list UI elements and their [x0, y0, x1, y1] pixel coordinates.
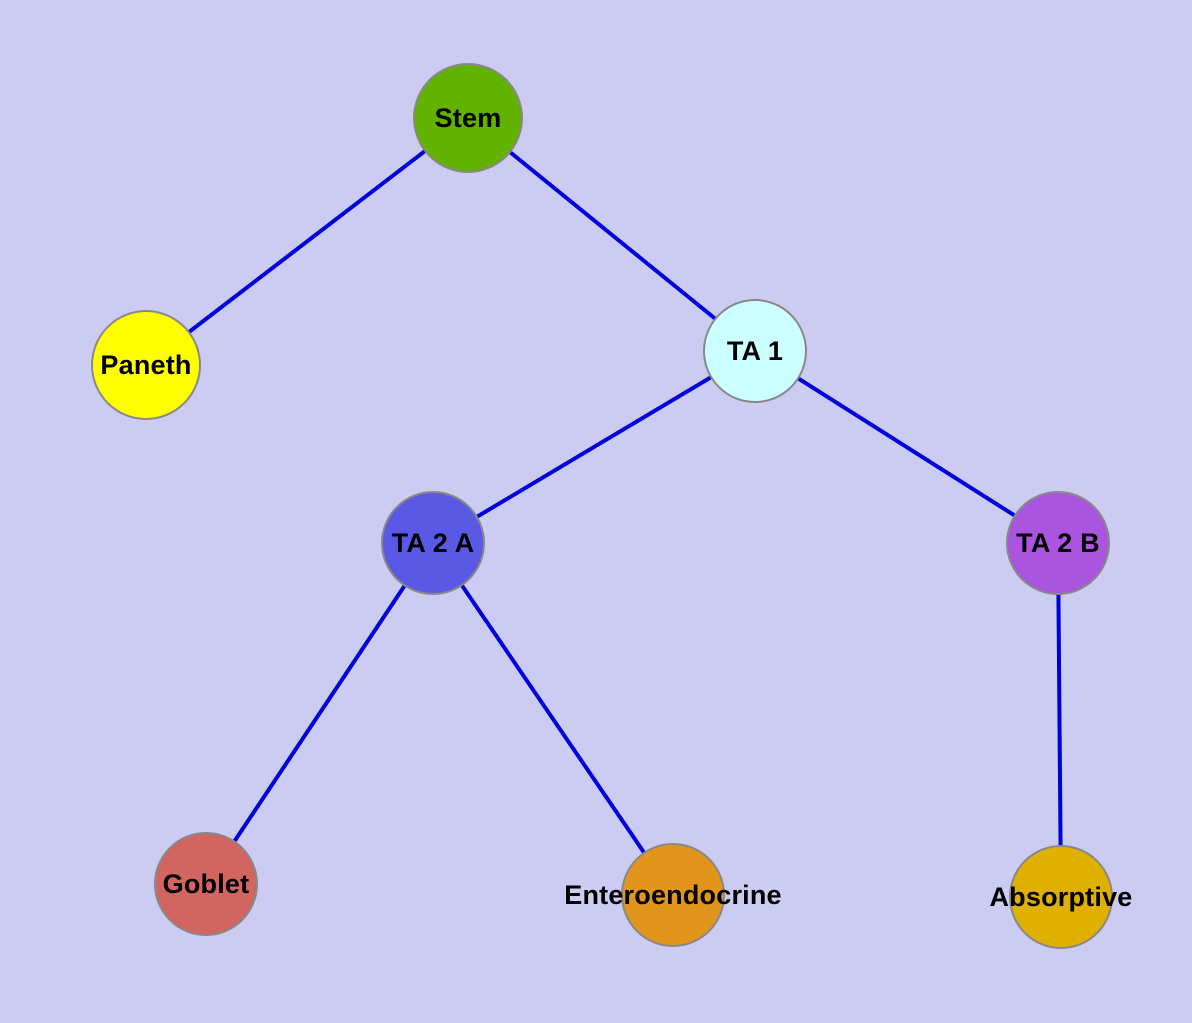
node-absorptive[interactable]: Absorptive	[989, 845, 1132, 949]
node-enteroendocrine[interactable]: Enteroendocrine	[564, 843, 782, 947]
node-paneth[interactable]: Paneth	[91, 310, 201, 420]
edge-stem-ta1	[466, 116, 757, 353]
edge-ta1-ta2b	[753, 349, 1060, 545]
edge-ta2a-enteroendocrine	[431, 541, 675, 897]
node-label-ta1: TA 1	[726, 335, 784, 366]
node-label-ta2a: TA 2 A	[391, 527, 475, 558]
edge-ta2a-goblet	[204, 541, 435, 886]
edge-ta2b-absorptive	[1056, 542, 1063, 898]
node-stem[interactable]: Stem	[413, 63, 523, 173]
edge-ta1-ta2a	[431, 349, 757, 545]
node-label-stem: Stem	[434, 102, 502, 133]
node-ta2b[interactable]: TA 2 B	[1006, 491, 1110, 595]
node-label-absorptive: Absorptive	[989, 881, 1133, 912]
node-goblet[interactable]: Goblet	[154, 832, 258, 936]
node-label-paneth: Paneth	[100, 349, 192, 380]
node-ta2a[interactable]: TA 2 A	[381, 491, 485, 595]
node-ta1[interactable]: TA 1	[703, 299, 807, 403]
node-label-goblet: Goblet	[162, 868, 250, 899]
edge-stem-paneth	[144, 116, 470, 367]
node-label-ta2b: TA 2 B	[1016, 527, 1100, 558]
node-label-enteroendocrine: Enteroendocrine	[564, 879, 782, 910]
